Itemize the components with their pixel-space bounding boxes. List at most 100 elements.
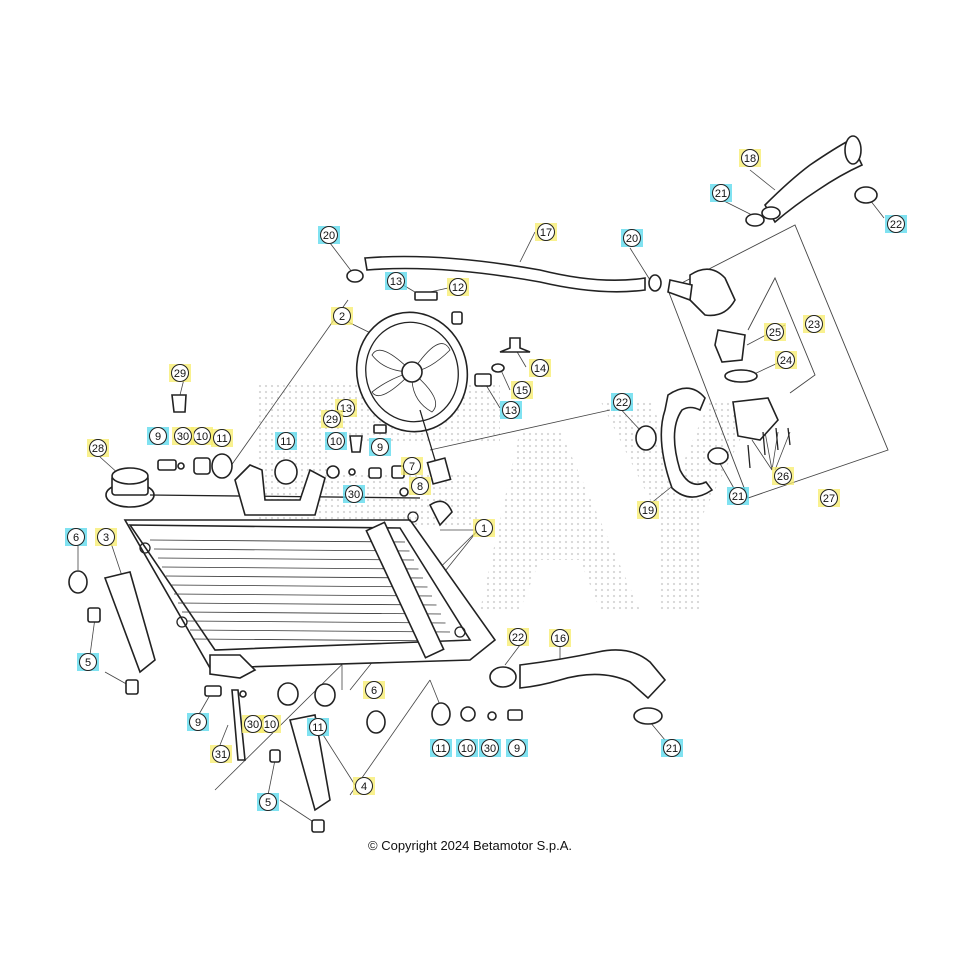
callout-13: 13 <box>500 401 522 419</box>
callout-label: 11 <box>435 743 446 755</box>
callout-label: 26 <box>777 471 789 483</box>
callout-18: 18 <box>739 149 761 167</box>
callout-circle <box>174 427 192 445</box>
callout-circle <box>387 272 405 290</box>
radiator-fin <box>173 593 433 597</box>
callout-10: 10 <box>325 432 347 450</box>
callout-23: 23 <box>803 315 825 333</box>
radiator-fins <box>149 539 455 642</box>
callout-label: 1 <box>481 523 487 535</box>
radiator-fin <box>185 620 446 624</box>
callout-27: 27 <box>818 489 840 507</box>
callout-20: 20 <box>621 229 643 247</box>
callout-circle <box>663 739 681 757</box>
callout-29: 29 <box>169 364 191 382</box>
callout-21: 21 <box>661 739 683 757</box>
callout-circle <box>481 739 499 757</box>
callout-label: 29 <box>174 368 186 380</box>
callout-label: 10 <box>330 436 342 448</box>
callout-30: 30 <box>343 485 365 503</box>
callout-circle <box>345 485 363 503</box>
callout-11: 11 <box>275 432 297 450</box>
callout-label: 2 <box>339 311 345 323</box>
callout-circle <box>97 528 115 546</box>
callout-circle <box>277 432 295 450</box>
callout-17: 17 <box>535 223 557 241</box>
radiator-fin <box>157 557 415 561</box>
callout-label: 30 <box>348 489 360 501</box>
callout-8: 8 <box>409 477 431 495</box>
callout-label: 11 <box>280 436 291 448</box>
callout-26: 26 <box>772 467 794 485</box>
callout-label: 16 <box>554 633 566 645</box>
callout-label: 22 <box>512 632 524 644</box>
callout-label: 9 <box>377 442 383 454</box>
callout-24: 24 <box>775 351 797 369</box>
callout-15: 15 <box>511 381 533 399</box>
callout-10: 10 <box>259 715 281 733</box>
callout-11: 11 <box>430 739 452 757</box>
callout-21: 21 <box>710 184 732 202</box>
callout-label: 21 <box>732 491 744 503</box>
callout-circle <box>766 323 784 341</box>
callout-circle <box>403 457 421 475</box>
callout-label: 13 <box>505 405 517 417</box>
callout-22: 22 <box>885 215 907 233</box>
callout-3: 3 <box>95 528 117 546</box>
callout-2: 2 <box>331 307 353 325</box>
callout-circle <box>509 628 527 646</box>
callout-label: 22 <box>616 397 628 409</box>
callout-5: 5 <box>257 793 279 811</box>
callout-label: 4 <box>361 781 367 793</box>
callout-label: 10 <box>461 743 473 755</box>
callout-label: 22 <box>890 219 902 231</box>
callout-label: 30 <box>177 431 189 443</box>
callout-29: 29 <box>321 410 343 428</box>
callout-11: 11 <box>211 429 233 447</box>
callout-10: 10 <box>191 427 213 445</box>
callout-label: 3 <box>103 532 109 544</box>
callout-circle <box>89 439 107 457</box>
callout-circle <box>458 739 476 757</box>
callout-circle <box>551 629 569 647</box>
callout-circle <box>411 477 429 495</box>
callout-label: 7 <box>409 461 415 473</box>
callout-9: 9 <box>506 739 528 757</box>
callout-circle <box>531 359 549 377</box>
callout-circle <box>323 410 341 428</box>
callout-circle <box>432 739 450 757</box>
callout-circle <box>67 528 85 546</box>
callout-circle <box>259 793 277 811</box>
mounting-brackets <box>103 464 331 812</box>
callout-22: 22 <box>611 393 633 411</box>
callout-label: 17 <box>540 227 552 239</box>
callout-circle <box>508 739 526 757</box>
callout-14: 14 <box>529 359 551 377</box>
callout-25: 25 <box>764 323 786 341</box>
callout-13: 13 <box>385 272 407 290</box>
callout-circle <box>805 315 823 333</box>
callout-label: 14 <box>534 363 546 375</box>
radiator-fin <box>189 629 451 633</box>
callout-circle <box>513 381 531 399</box>
callout-label: 6 <box>73 532 79 544</box>
callout-circle <box>449 278 467 296</box>
callout-label: 5 <box>85 657 91 669</box>
callout-circle <box>623 229 641 247</box>
callout-circle <box>371 438 389 456</box>
callout-9: 9 <box>369 438 391 456</box>
callout-31: 31 <box>210 745 232 763</box>
callout-circle <box>774 467 792 485</box>
radiator-fin <box>165 575 424 579</box>
callout-circle <box>355 777 373 795</box>
callout-22: 22 <box>507 628 529 646</box>
callout-circle <box>320 226 338 244</box>
callout-16: 16 <box>549 629 571 647</box>
callout-label: 21 <box>715 188 727 200</box>
callout-label: 25 <box>769 327 781 339</box>
callout-circle <box>887 215 905 233</box>
radiator-fin <box>181 611 442 615</box>
callout-1: 1 <box>473 519 495 537</box>
